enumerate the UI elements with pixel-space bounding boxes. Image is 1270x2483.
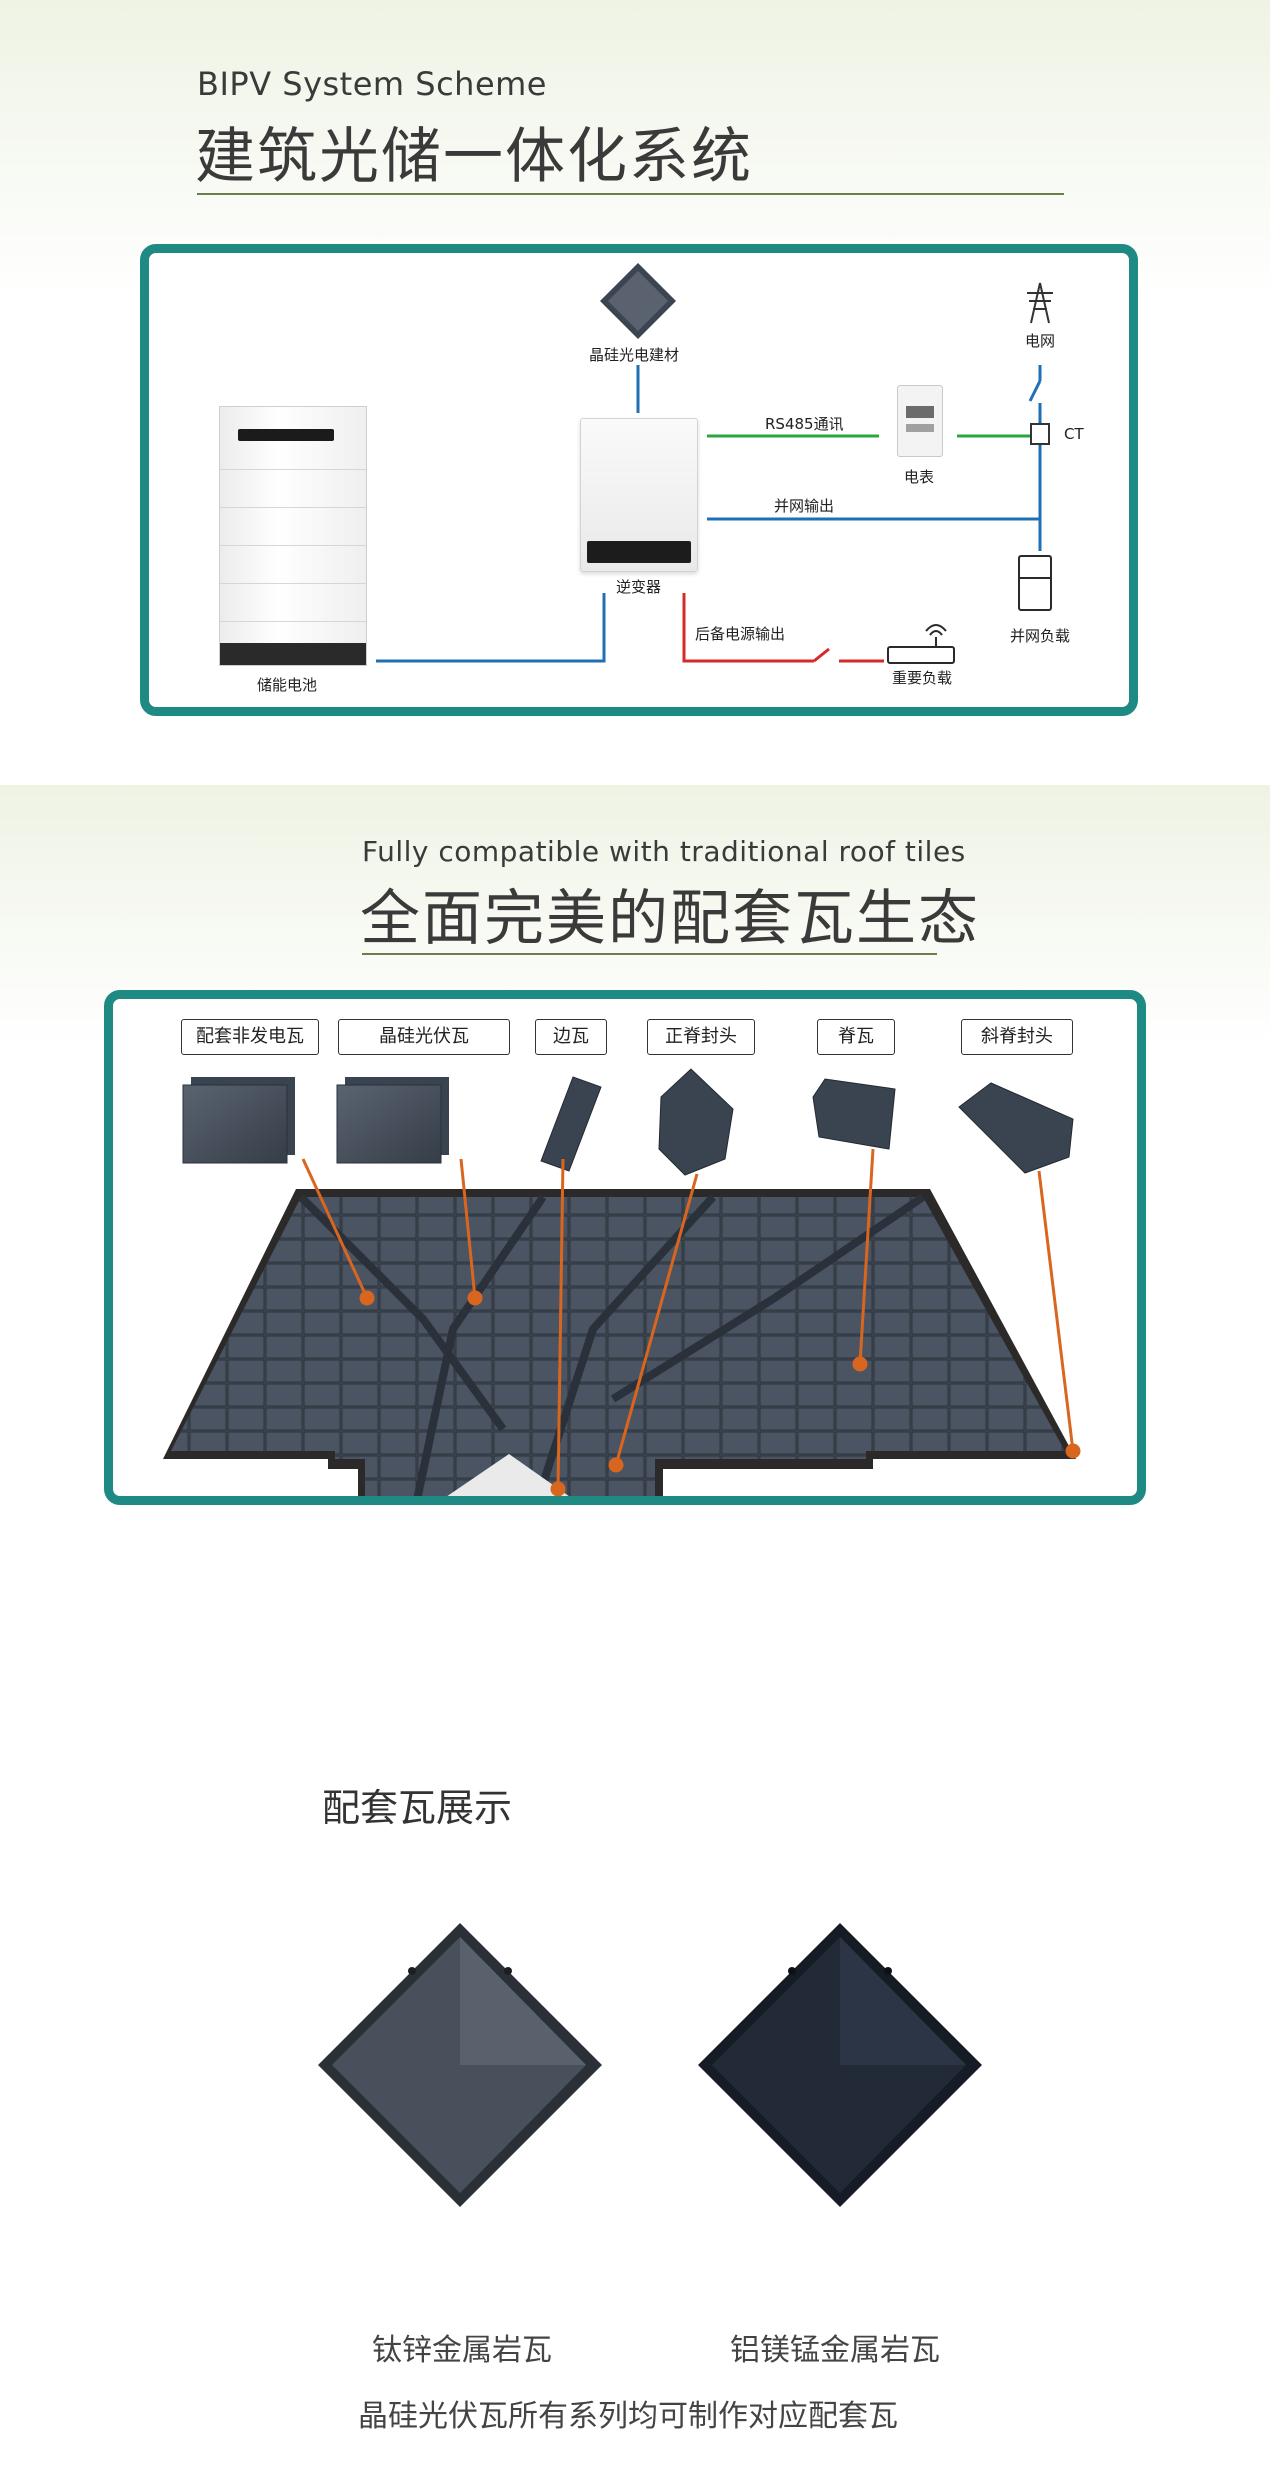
inverter-device xyxy=(580,418,698,572)
rs485-label: RS485通讯 xyxy=(765,415,844,433)
tag-pv-tile: 晶硅光伏瓦 xyxy=(338,1019,510,1055)
grid-load-label: 并网负载 xyxy=(1010,627,1071,645)
tag-non-power-tile: 配套非发电瓦 xyxy=(181,1019,319,1055)
aluminum-magnesium-tile-image xyxy=(698,1923,982,2207)
ecosystem-title: 全面完美的配套瓦生态 xyxy=(360,884,980,954)
backup-output-wire xyxy=(682,593,814,663)
inverter-display xyxy=(587,541,691,563)
aluminum-magnesium-caption: 铝镁锰金属岩瓦 xyxy=(730,2333,940,2368)
hip-cap-icon xyxy=(958,1082,1074,1174)
ecosystem-title-rule xyxy=(362,953,937,955)
router-icon xyxy=(887,624,955,664)
backup-switch xyxy=(813,647,830,663)
showcase-note: 晶硅光伏瓦所有系列均可制作对应配套瓦 xyxy=(358,2399,898,2434)
pv-tile-icon xyxy=(600,263,676,339)
roof-diagram xyxy=(163,1068,1081,1496)
system-title: 建筑光储一体化系统 xyxy=(195,122,753,192)
roof-tiles xyxy=(171,1197,1065,1496)
pv-tile-product-icon xyxy=(336,1084,442,1164)
system-diagram-panel: 晶硅光电建材 逆变器 电表 RS485通讯 电网 CT 并网输出 xyxy=(140,244,1138,716)
system-subtitle: BIPV System Scheme xyxy=(197,65,547,103)
critical-load-label: 重要负载 xyxy=(892,669,953,687)
system-title-rule xyxy=(197,193,1064,195)
fridge-icon xyxy=(1018,555,1052,611)
grid-label: 电网 xyxy=(1025,332,1056,350)
grid-switch xyxy=(1028,380,1042,402)
backup-label: 后备电源输出 xyxy=(695,625,786,643)
tag-hip-cap: 斜脊封头 xyxy=(961,1019,1073,1055)
showcase-title: 配套瓦展示 xyxy=(322,1786,513,1830)
battery-label: 储能电池 xyxy=(257,676,318,694)
ct-label: CT xyxy=(1064,425,1084,443)
titanium-zinc-caption: 钛锌金属岩瓦 xyxy=(372,2333,552,2368)
titanium-zinc-tile-image xyxy=(318,1923,602,2207)
grid-output-label: 并网输出 xyxy=(774,497,835,515)
tag-edge-tile: 边瓦 xyxy=(535,1019,607,1055)
battery-to-inverter-wire xyxy=(376,593,606,663)
non-power-tile-icon xyxy=(182,1084,288,1164)
pv-label: 晶硅光电建材 xyxy=(589,346,680,364)
battery-cabinet xyxy=(219,406,367,666)
meter-label: 电表 xyxy=(904,468,935,486)
grid-tower-icon xyxy=(1027,282,1053,324)
ecosystem-subtitle: Fully compatible with traditional roof t… xyxy=(362,835,966,868)
ecosystem-section: Fully compatible with traditional roof t… xyxy=(0,785,1270,1745)
ct-sensor xyxy=(1030,423,1050,445)
system-scheme-section: BIPV System Scheme 建筑光储一体化系统 xyxy=(0,0,1270,760)
tag-ridge-tile: 脊瓦 xyxy=(817,1019,895,1055)
tag-ridge-cap: 正脊封头 xyxy=(647,1019,755,1055)
meter-device xyxy=(897,385,943,457)
ridge-cap-icon xyxy=(658,1068,734,1176)
edge-tile-icon xyxy=(540,1076,602,1172)
inverter-label: 逆变器 xyxy=(616,578,662,596)
ecosystem-panel: 配套非发电瓦 晶硅光伏瓦 边瓦 正脊封头 脊瓦 斜脊封头 xyxy=(104,990,1146,1505)
system-wiring xyxy=(376,365,1042,663)
pointer-lines xyxy=(301,1148,1081,1496)
ridge-tile-icon xyxy=(812,1078,896,1150)
